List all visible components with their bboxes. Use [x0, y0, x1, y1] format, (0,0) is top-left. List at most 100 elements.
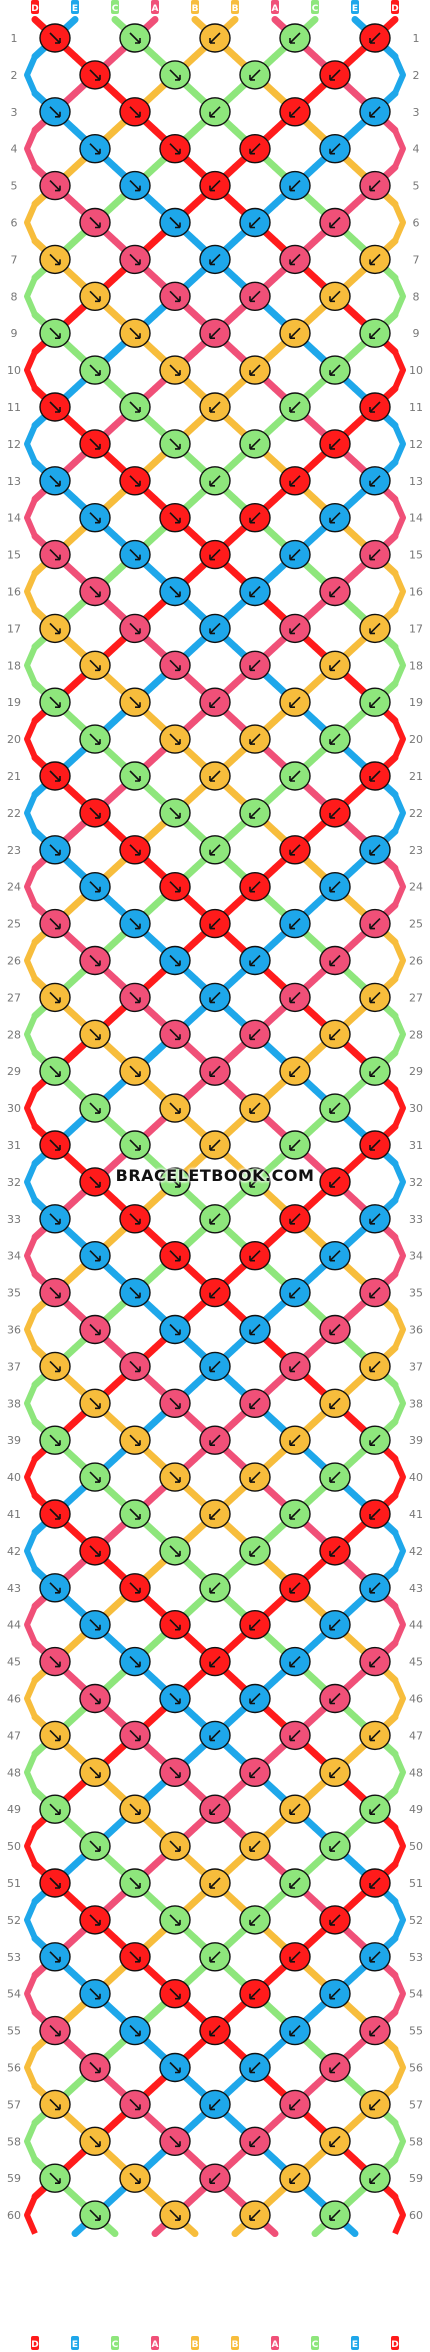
knot-arrow — [209, 1139, 221, 1151]
knot-arrow — [49, 1434, 61, 1446]
knot-arrow — [289, 1582, 301, 1594]
row-label-right: 54 — [409, 1988, 423, 2001]
strand-label: D — [391, 2340, 398, 2350]
knot-arrow — [249, 881, 261, 893]
knot-arrow — [289, 1951, 301, 1963]
knot-arrow — [89, 1766, 101, 1779]
row-label-right: 36 — [409, 1324, 423, 1337]
strand-label: A — [152, 4, 159, 14]
row-label-right: 56 — [409, 2062, 423, 2075]
edge-strand — [392, 1383, 406, 1423]
knot-arrow — [129, 1287, 141, 1299]
knot-arrow — [289, 475, 301, 487]
strand-label: E — [72, 2340, 78, 2350]
knot-arrow — [129, 2172, 141, 2184]
knot-arrow — [249, 1471, 261, 1483]
row-label-left: 11 — [7, 401, 21, 414]
knot-arrow — [329, 143, 341, 155]
knot-arrow — [209, 918, 221, 930]
knot-arrow — [369, 32, 381, 44]
strand-label: E — [352, 2340, 358, 2350]
edge-strand — [24, 2047, 38, 2088]
knot-arrow — [209, 1803, 221, 1815]
edge-strand — [24, 1605, 38, 1645]
knot-arrow — [89, 733, 101, 745]
knot-arrow — [169, 954, 181, 967]
row-label-right: 53 — [409, 1951, 423, 1964]
knot-arrow — [209, 622, 221, 635]
knot-arrow — [249, 438, 261, 450]
edge-strand — [24, 1678, 38, 1719]
knot-arrow — [369, 253, 381, 266]
row-label-right: 60 — [409, 2209, 423, 2222]
knots — [39, 23, 391, 2230]
knot-arrow — [209, 106, 221, 118]
knot-arrow — [369, 770, 381, 782]
row-label-left: 8 — [11, 290, 18, 303]
knot-arrow — [129, 1803, 141, 1815]
knot-arrow — [129, 1656, 141, 1668]
row-label-left: 39 — [7, 1434, 21, 1447]
row-label-right: 3 — [413, 106, 420, 119]
row-label-left: 23 — [7, 844, 21, 857]
knot-arrow — [369, 991, 381, 1004]
edge-strand — [24, 1309, 38, 1350]
knot-arrow — [249, 290, 261, 303]
knot-arrow — [329, 585, 341, 598]
knot-arrow — [89, 1323, 101, 1336]
row-label-right: 32 — [409, 1176, 423, 1189]
strand-tag — [311, 0, 319, 14]
strand-label: A — [272, 4, 279, 14]
knot-arrow — [249, 733, 261, 745]
row-label-right: 35 — [409, 1287, 423, 1300]
knot-arrow — [329, 1914, 341, 1926]
row-label-left: 50 — [7, 1840, 21, 1853]
row-label-left: 36 — [7, 1324, 21, 1337]
edge-strand — [392, 350, 406, 390]
row-label-right: 28 — [409, 1028, 423, 1041]
edge-strand — [24, 1088, 38, 1128]
knot-arrow — [249, 143, 261, 155]
strand-tag — [391, 0, 399, 14]
edge-strand — [392, 1605, 406, 1645]
knot-arrow — [329, 1988, 341, 2000]
knot-arrow — [329, 69, 341, 81]
row-label-right: 14 — [409, 512, 423, 525]
row-label-right: 8 — [413, 290, 420, 303]
row-label-left: 27 — [7, 991, 21, 1004]
row-label-left: 58 — [7, 2135, 21, 2148]
knot-arrow — [49, 1729, 61, 1742]
edge-strand — [24, 1383, 38, 1423]
knot-arrow — [169, 1766, 181, 1779]
knot-arrow — [209, 1508, 221, 1520]
knot-arrow — [289, 1729, 301, 1742]
knot-arrow — [209, 327, 221, 339]
edge-strand — [24, 1014, 38, 1054]
row-label-left: 42 — [7, 1545, 21, 1558]
strand-tag — [71, 2336, 79, 2350]
knot-arrow — [289, 180, 301, 192]
knot-arrow — [129, 1065, 141, 1077]
edge-strand — [24, 1974, 38, 2014]
row-label-left: 55 — [7, 2025, 21, 2038]
strand-label: B — [232, 2340, 239, 2350]
knot-arrow — [369, 622, 381, 635]
knot-arrow — [129, 475, 141, 487]
knot-arrow — [329, 1840, 341, 1852]
edge-strand — [392, 1678, 406, 1719]
knot-arrow — [129, 696, 141, 708]
row-label-left: 48 — [7, 1766, 21, 1779]
strand-tag — [151, 0, 159, 14]
knot-arrow — [249, 364, 261, 376]
knot-arrow — [249, 1619, 261, 1631]
knot-arrow — [169, 1028, 181, 1041]
knot-arrow — [169, 1471, 181, 1483]
knot-arrow — [89, 585, 101, 598]
edge-strand — [392, 129, 406, 169]
knot-arrow — [129, 549, 141, 561]
strand-tag — [311, 2336, 319, 2350]
row-label-right: 10 — [409, 364, 423, 377]
edge-strand — [24, 719, 38, 759]
row-label-left: 32 — [7, 1176, 21, 1189]
edge-strand — [24, 1900, 38, 1940]
